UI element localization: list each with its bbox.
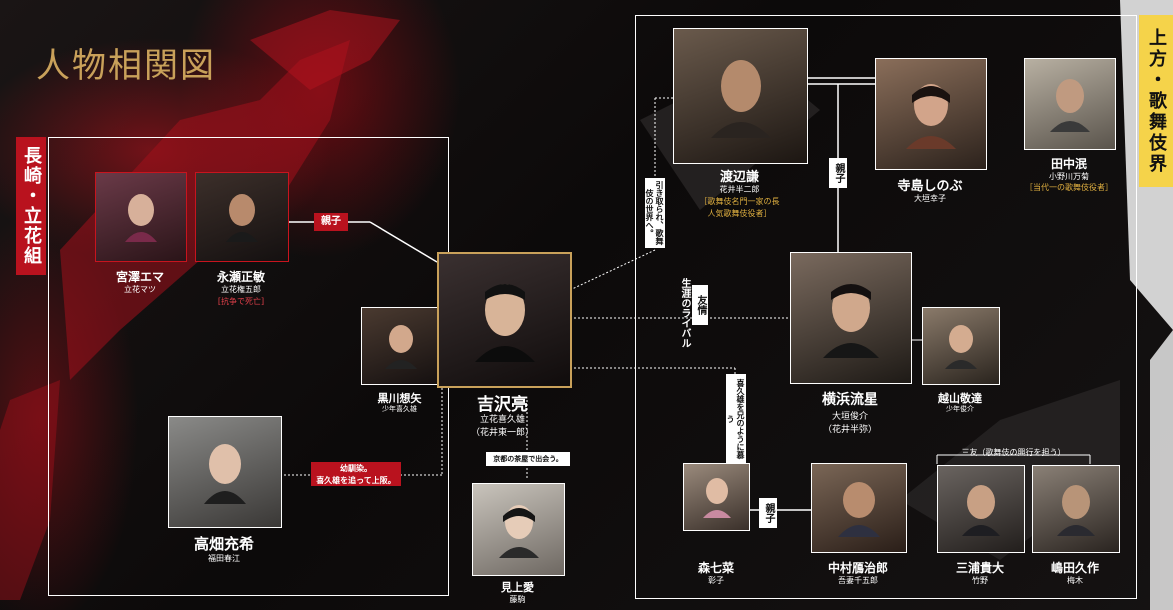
relation-haruE-line1: 幼馴染。 — [340, 463, 372, 473]
photo-terajima — [875, 58, 987, 170]
role-yokohama: 大垣俊介 — [831, 412, 868, 422]
role-nagase: 立花権五郎 — [221, 285, 261, 294]
role2-yokohama: （花井半弥） — [822, 425, 877, 435]
name-miyazawa: 宮澤エマ — [115, 270, 164, 284]
name-mori: 森七菜 — [697, 561, 734, 575]
name-nagase: 永瀬正敏 — [216, 270, 265, 284]
portrait-icon — [906, 84, 956, 149]
name-mitsukami: 見上愛 — [501, 581, 534, 594]
photo-koshiyama — [922, 307, 1000, 385]
photo-tanaka — [1024, 58, 1116, 150]
relation-hikitori: 引き取られ、歌舞伎の世界へ。 — [645, 178, 665, 248]
note-watanabe-line1: ［歌舞伎名門一家の長 — [699, 197, 780, 206]
photo-nagase — [195, 172, 289, 262]
name-terajima: 寺島しのぶ — [897, 179, 963, 194]
relation-rival: 生涯のライバル — [679, 278, 690, 348]
relation-yuujou: 友情 — [692, 285, 708, 325]
role-koshiyama: 少年俊介 — [946, 405, 974, 413]
portrait-icon — [945, 325, 977, 369]
note-watanabe: ［歌舞伎名門一家の長 人気歌舞伎役者］ — [673, 196, 806, 220]
relation-haruE: 幼馴染。 喜久雄を追って上阪。 — [311, 462, 401, 486]
note-tanaka: ［当代一の歌舞伎役者］ — [1025, 183, 1113, 192]
role-kurokawa: 少年喜久雄 — [382, 405, 417, 413]
role-yoshizawa: 立花喜久雄 — [479, 415, 525, 425]
name-takahata: 高畑充希 — [193, 535, 254, 553]
role-mitsukami: 藤駒 — [509, 595, 526, 604]
relation-haruE-line2: 喜久雄を追って上阪。 — [316, 475, 396, 485]
role-terajima: 大垣幸子 — [914, 194, 946, 203]
role-nakamura: 吾妻千五郎 — [838, 576, 878, 585]
portrait-icon — [204, 444, 246, 504]
name-koshiyama: 越山敬達 — [938, 392, 982, 405]
relation-oyako-nakamura: 親子 — [759, 498, 777, 528]
portrait-icon — [962, 485, 1000, 536]
photo-shimada — [1032, 465, 1120, 553]
group-label-nagasaki: 長崎・立花組 — [16, 137, 46, 275]
page-title: 人物相関図 — [36, 46, 216, 86]
role-miura: 竹野 — [972, 576, 988, 585]
relation-oyako-watanabe: 親子 — [829, 158, 847, 188]
portrait-icon — [226, 194, 258, 242]
relation-shitau: 喜久雄を兄のように慕う — [726, 374, 746, 464]
photo-takahata — [168, 416, 282, 528]
name-tanaka: 田中泯 — [1050, 157, 1087, 171]
name-nakamura: 中村鴈治郎 — [827, 561, 888, 575]
portrait-icon — [474, 284, 535, 362]
note-watanabe-line2: 人気歌舞伎役者］ — [707, 209, 772, 218]
photo-miyazawa — [95, 172, 187, 262]
role-takahata: 福田春江 — [208, 554, 240, 563]
photo-yoshizawa — [437, 252, 572, 388]
name-shimada: 嶋田久作 — [1050, 561, 1099, 575]
photo-nakamura — [811, 463, 907, 553]
relation-oyako-left: 親子 — [314, 213, 348, 231]
portrait-icon — [838, 482, 880, 537]
role-shimada: 梅木 — [1067, 576, 1083, 585]
name-kurokawa: 黒川想矢 — [377, 392, 422, 405]
portrait-icon — [710, 60, 771, 138]
portrait-icon — [823, 284, 879, 358]
relation-kyoto: 京都の茶屋で出会う。 — [486, 452, 570, 466]
note-nagase: [抗争で死亡] — [217, 297, 265, 306]
name-miura: 三浦貴大 — [955, 561, 1004, 575]
name-yokohama: 横浜流星 — [822, 392, 878, 408]
photo-miura — [937, 465, 1025, 553]
portrait-icon — [1057, 485, 1095, 536]
photo-mori — [683, 463, 750, 531]
portrait-icon — [1050, 79, 1090, 132]
photo-kurokawa — [361, 307, 440, 385]
name-yoshizawa: 吉沢亮 — [477, 395, 528, 415]
portrait-icon — [384, 325, 417, 369]
right-group-frame — [635, 15, 1137, 599]
role-mori: 彰子 — [708, 576, 724, 585]
name-watanabe: 渡辺謙 — [719, 170, 759, 185]
relation-sanyuu: 三友（歌舞伎の興行を担う） — [961, 448, 1066, 457]
photo-yokohama — [790, 252, 912, 384]
portrait-icon — [125, 194, 157, 242]
role-watanabe: 花井半二郎 — [719, 185, 760, 194]
role2-yoshizawa: （花井東一郎） — [470, 428, 534, 438]
group-label-kabuki: 上方・歌舞伎界 — [1139, 15, 1173, 187]
photo-mitsukami — [472, 483, 565, 576]
photo-watanabe — [673, 28, 808, 164]
role-miyazawa: 立花マツ — [124, 285, 156, 294]
portrait-icon — [498, 504, 539, 558]
role-tanaka: 小野川万菊 — [1049, 172, 1089, 181]
portrait-icon — [702, 478, 731, 518]
